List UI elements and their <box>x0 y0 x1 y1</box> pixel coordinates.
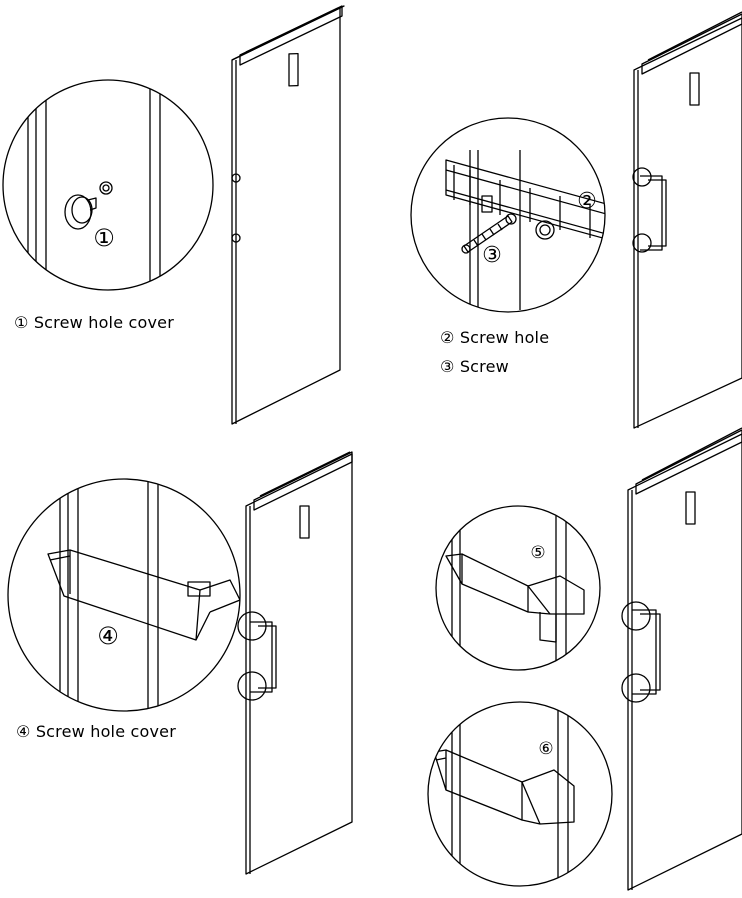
door-2-handle <box>640 175 663 251</box>
detail-circle-3 <box>7 478 241 712</box>
screw-shaft <box>463 215 513 253</box>
detail-circle-6 <box>427 701 613 887</box>
callout-2: ② <box>577 189 597 214</box>
screw-hole-cover-lower-mark <box>231 233 241 243</box>
callout-3: ③ <box>482 243 502 268</box>
callout-4: ④ <box>97 622 119 650</box>
detail-circle-1 <box>2 79 214 291</box>
door-3-handle <box>250 621 273 693</box>
door-2 <box>632 11 742 429</box>
door-3 <box>237 451 353 875</box>
door-1 <box>231 5 345 425</box>
detail-circle-5 <box>435 505 601 671</box>
label-screw: ③ Screw <box>440 357 509 376</box>
screw-hole-cover-upper-mark <box>231 173 241 183</box>
door-4 <box>621 427 742 891</box>
label-screw-hole-cover-bottom: ④ Screw hole cover <box>16 722 177 741</box>
callout-6: ⑥ <box>538 739 553 759</box>
door-4-handle <box>632 609 657 695</box>
label-screw-hole-cover-top: ① Screw hole cover <box>14 313 175 332</box>
label-screw-hole: ② Screw hole <box>440 328 550 347</box>
callout-5: ⑤ <box>530 543 545 563</box>
callout-1: ① <box>93 224 115 252</box>
detail-circle-2 <box>410 117 606 313</box>
